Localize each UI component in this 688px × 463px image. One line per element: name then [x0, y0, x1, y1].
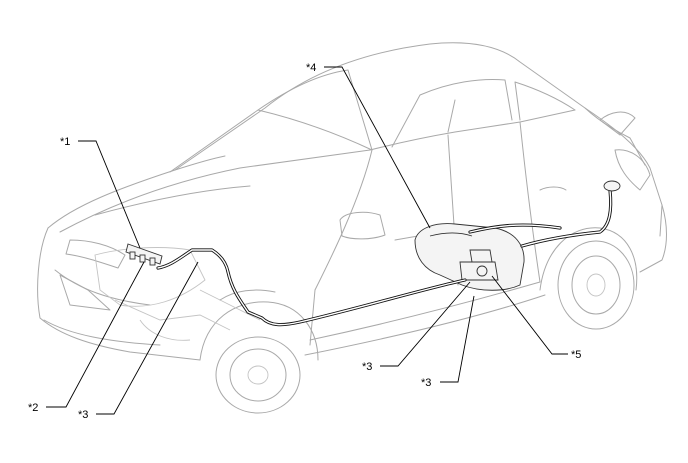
- leader-3-rear-a: [380, 281, 471, 367]
- callout-labels: *1 *2 *3 *3 *3 *4 *5: [28, 62, 581, 421]
- leader-lines: [46, 66, 568, 415]
- car-body-outline: [37, 42, 667, 414]
- fuel-line: [156, 223, 562, 327]
- leader-5: [491, 275, 568, 355]
- leader-3-front: [96, 261, 199, 415]
- leader-4: [324, 66, 431, 229]
- callout-3-rear-a: *3: [362, 361, 372, 373]
- callout-3-front: *3: [78, 409, 88, 421]
- callout-1: *1: [60, 136, 70, 148]
- callout-4: *4: [306, 62, 316, 74]
- fuel-filler-pipe: [520, 180, 621, 248]
- callout-2: *2: [28, 402, 38, 414]
- leader-2: [46, 261, 145, 408]
- leader-1: [78, 140, 141, 249]
- leader-3-rear-b: [440, 295, 475, 383]
- fuel-delivery-pipe: [125, 243, 163, 266]
- callout-3-rear-b: *3: [421, 377, 431, 389]
- fuel-tank: [414, 223, 525, 291]
- callout-5: *5: [571, 349, 581, 361]
